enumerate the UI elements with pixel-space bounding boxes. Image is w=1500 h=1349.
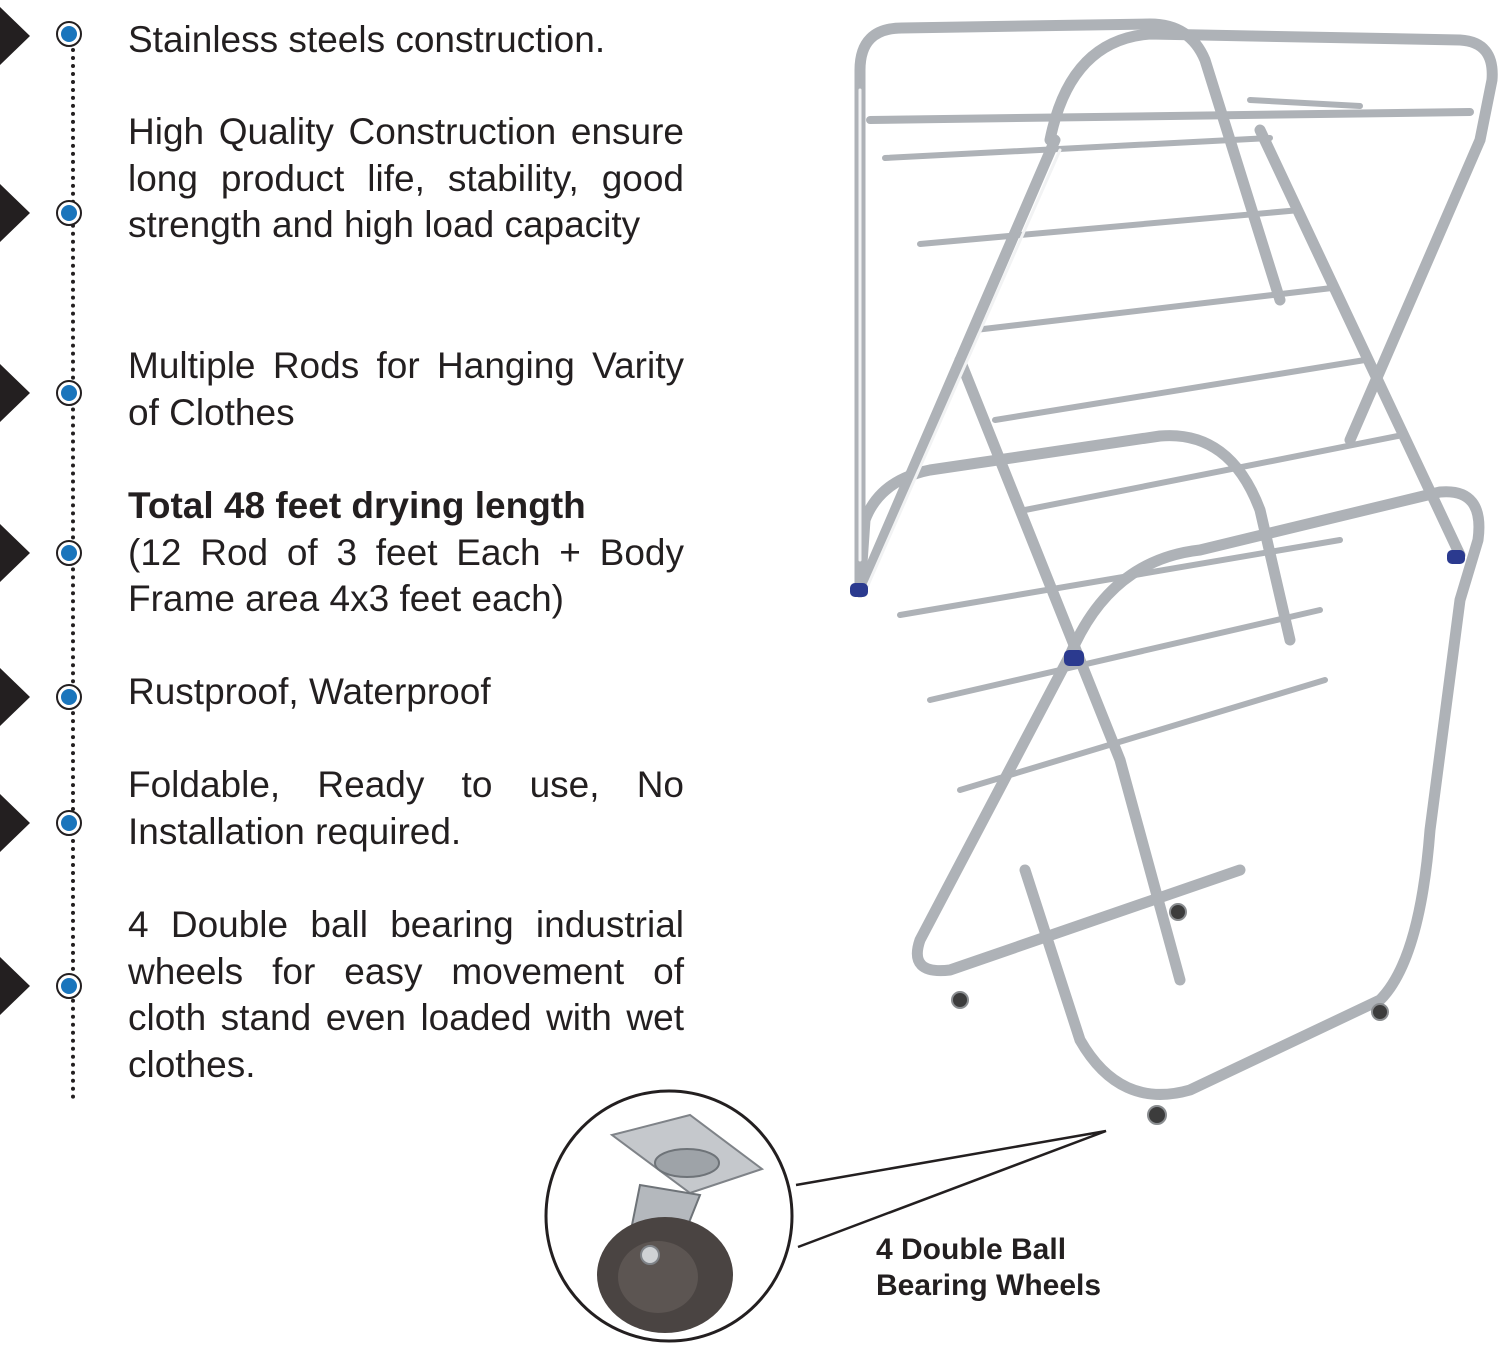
feature-item-7: 4 Double ball bearing industrial wheels … bbox=[128, 904, 684, 1085]
triangle-marker-icon bbox=[0, 524, 30, 582]
bullet-dot-icon bbox=[56, 200, 82, 226]
feature-item-6: Foldable, Ready to use, No Installation … bbox=[128, 764, 684, 852]
bullet-dot-icon bbox=[56, 21, 82, 47]
triangle-marker-icon bbox=[0, 7, 30, 65]
triangle-marker-icon bbox=[0, 364, 30, 422]
bullet-dot-icon bbox=[56, 810, 82, 836]
bullet-dot-icon bbox=[56, 380, 82, 406]
feature-item-4-bold: Total 48 feet drying length bbox=[128, 485, 586, 526]
feature-item-2: High Quality Construction ensure long pr… bbox=[128, 111, 684, 245]
wheel-callout-line-2: Bearing Wheels bbox=[876, 1269, 1102, 1302]
bullet-dot-icon bbox=[56, 540, 82, 566]
wheel-callout-line-1: 4 Double Ball bbox=[876, 1233, 1067, 1266]
timeline-dotted-line bbox=[71, 40, 75, 1100]
triangle-marker-icon bbox=[0, 184, 30, 242]
bullet-dot-icon bbox=[56, 684, 82, 710]
feature-item-4-detail: (12 Rod of 3 feet Each + Body Frame area… bbox=[128, 531, 684, 620]
wheel-zoom-callout bbox=[544, 1089, 1107, 1343]
feature-item-1: Stainless steels construction. bbox=[128, 19, 606, 60]
triangle-marker-icon bbox=[0, 794, 30, 852]
feature-item-4: Total 48 feet drying length (12 Rod of 3 … bbox=[128, 483, 684, 623]
feature-item-5: Rustproof, Waterproof bbox=[128, 671, 491, 712]
triangle-marker-icon bbox=[0, 668, 30, 726]
cloth-stand-image bbox=[850, 18, 1498, 1125]
bullet-dot-icon bbox=[56, 973, 82, 999]
feature-item-3: Multiple Rods for Hanging Varity of Clot… bbox=[128, 345, 684, 433]
wheel-callout-caption: 4 Double Ball Bearing Wheels bbox=[876, 1232, 1101, 1304]
triangle-marker-icon bbox=[0, 957, 30, 1015]
